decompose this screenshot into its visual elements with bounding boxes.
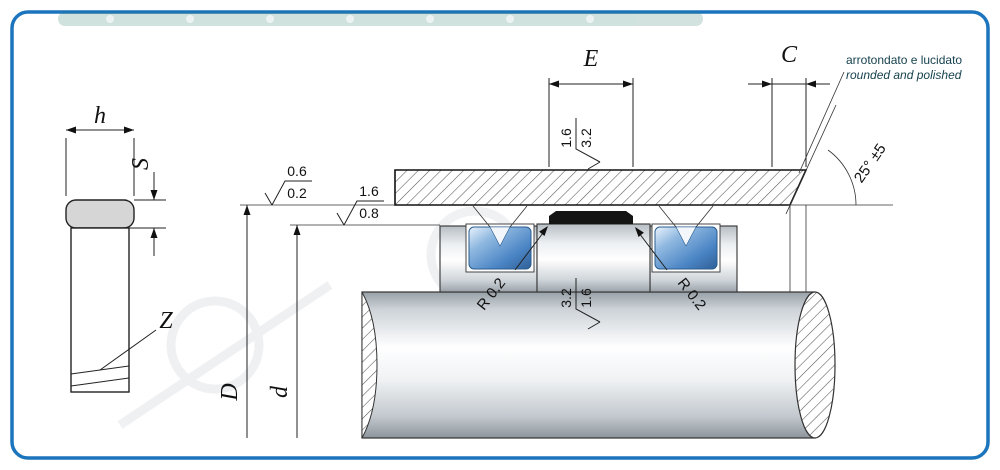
shaft <box>361 291 836 439</box>
seal-cap <box>65 199 135 229</box>
callout-z: Z <box>99 308 173 371</box>
watermark-top-strip <box>58 12 703 26</box>
seal-bottom-line-2 <box>70 377 130 387</box>
roughness-bore-top: 0.6 <box>287 163 307 179</box>
seal-body <box>70 227 130 393</box>
seal-groove-right <box>651 205 721 273</box>
roughness-groove-bottom-right: 1.6 <box>578 288 594 308</box>
roughness-shaft-bottom: 0.8 <box>359 205 379 221</box>
center-seal <box>549 211 633 224</box>
roughness-groove-bottom: 3.2 1.6 <box>558 278 601 330</box>
installation-view: E C 25° ±5 arrotondato e lucidato rounde… <box>217 42 962 439</box>
dimension-e: E <box>548 46 634 167</box>
edge-note: arrotondato e lucidato rounded and polis… <box>798 53 962 174</box>
roughness-groove-bottom-left: 3.2 <box>558 288 574 308</box>
dim-s-label: S <box>128 158 154 170</box>
blue-seal-left-notch <box>489 226 511 247</box>
shaft-left-cut <box>361 291 378 439</box>
seal-cross-section-view: h S Z <box>65 103 173 393</box>
note-line1: arrotondato e lucidato <box>846 53 962 67</box>
label-z: Z <box>159 308 173 334</box>
roughness-shaft: 1.6 0.8 <box>336 183 384 226</box>
dim-big-d-label: D <box>217 383 243 401</box>
roughness-shaft-top: 1.6 <box>359 183 379 199</box>
dimension-big-d: D <box>217 205 251 438</box>
dim-e-label: E <box>583 46 599 72</box>
roughness-groove-top-right: 3.2 <box>578 128 594 148</box>
dimension-s: S <box>128 158 166 256</box>
dim-small-d-label: d <box>267 385 293 398</box>
dimension-small-d: d <box>267 225 301 438</box>
note-line2: rounded and polished <box>846 68 962 82</box>
center-boss <box>536 223 651 293</box>
roughness-bore: 0.6 0.2 <box>264 163 312 206</box>
blue-seal-right-notch <box>675 226 697 247</box>
roughness-groove-top-left: 1.6 <box>558 128 574 148</box>
dim-h-label: h <box>94 103 106 129</box>
seal-groove-left <box>465 205 535 273</box>
roughness-bore-bottom: 0.2 <box>287 185 307 201</box>
dim-c-label: C <box>781 42 798 68</box>
housing-section <box>394 169 808 206</box>
dimension-c: C <box>748 42 830 167</box>
shaft-right-end <box>794 291 836 439</box>
dimension-h: h <box>65 103 135 196</box>
roughness-groove-top: 1.6 3.2 <box>558 118 601 170</box>
